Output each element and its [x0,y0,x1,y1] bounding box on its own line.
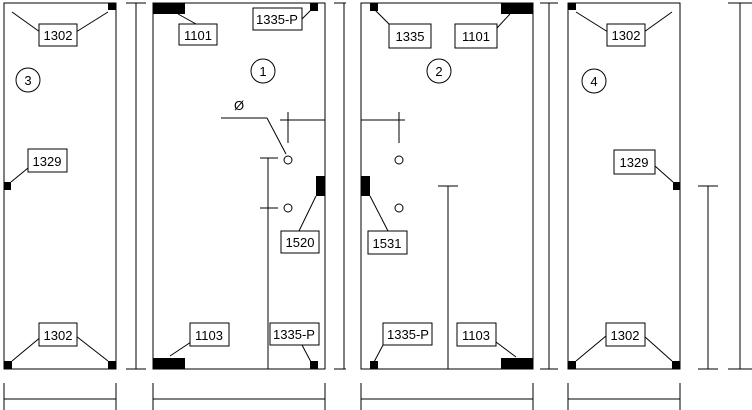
panel-4-mid-label: 1329 [620,155,649,170]
panel-1-dimension-lines [152,2,346,410]
panel-1-bottom-left-label: 1103 [195,328,223,343]
panel-1-mid-label: 1520 [286,235,315,250]
panel-1-label-box [269,322,320,346]
panel-1-label-box [189,322,230,347]
panel-2-leader [373,344,384,363]
panel-1-hole [283,203,293,213]
panel-3-number-circle [15,67,41,93]
panel-2-label-box [454,23,498,49]
panel-3-number: 3 [24,73,31,88]
panel-4-label-box [613,149,656,175]
panel-3-leader [75,11,109,33]
panel-3-top-label: 1302 [44,28,73,43]
panel-4-label-box [606,23,646,47]
panel-3-leader [11,11,41,33]
panel-4-bottom-right-corner-mark [672,361,680,369]
panel-4-label-box [605,322,646,347]
panel-1-outline [152,2,326,370]
panel-3-label-box [38,23,78,47]
panel-4-bottom-label: 1302 [611,328,640,343]
panel-1-label-box [252,7,303,31]
panel-3-leader [10,167,29,183]
panel-1-top-right-mark [310,3,318,11]
panel-4: 1302 4 1329 1302 [567,2,681,370]
panel-4-right-mid-mark [673,182,680,190]
panel-1-leader [301,9,312,20]
panel-3-bottom-left-corner-mark [4,361,12,369]
panel-3-bottom-label: 1302 [44,328,73,343]
panel-1-number-circle [250,58,276,84]
panel-3-left-mid-mark [4,182,11,190]
panel-3-leader [75,335,109,362]
panel-1-top-left-label: 1101 [184,28,212,43]
panel-2-bottom-right-hinge [501,358,533,369]
panel-1-bottom-right-mark [310,361,318,369]
panel-2-label-box [382,322,433,346]
panel-1-bottom-right-label: 1335-P [273,327,315,342]
panel-2-leader [495,341,517,358]
panel-4-leader [575,335,607,362]
panel-1-label-box [280,230,320,254]
panel-4-top-left-corner-mark [568,3,576,10]
panel-4-number: 4 [590,74,597,89]
panel-4-top-label: 1302 [612,28,641,43]
panel-3-outline [3,2,117,370]
panel-2-dimension-lines [360,2,558,410]
panel-1: 1101 1335-P 1 Ø 1520 1103 1335-P [152,2,326,370]
panel-1-bottom-left-hinge [153,358,185,369]
panel-1-leader [169,341,192,357]
panel-4-leader [575,11,609,33]
panel-3-label-box [27,148,68,173]
panel-2-hole [394,203,404,213]
panel-2-number: 2 [435,64,442,79]
panel-1-handle [316,176,325,196]
panel-4-number-circle [581,68,607,94]
panel-4-bottom-left-corner-mark [568,361,576,369]
panel-2-top-right-hinge [501,3,533,14]
panel-1-number: 1 [259,64,266,79]
panel-1-diameter-symbol: Ø [234,98,244,113]
panel-4-leader [643,335,673,362]
panel-4-leader [654,165,674,183]
panel-2-handle [361,176,370,196]
panel-2-mid-label: 1531 [373,236,402,251]
panel-2: 1335 1101 2 1531 1335-P 1103 [360,2,534,370]
panel-1-leader [301,344,312,363]
panel-2-label-box [388,23,432,49]
panel-4-outline [567,2,681,370]
panel-2-label-box [456,322,497,347]
panel-2-leader [374,9,392,27]
panel-2-hole [394,155,404,165]
panel-2-label-box [367,230,408,255]
panel-2-bottom-left-mark [370,361,378,369]
panel-1-label-box [178,23,218,46]
panel-2-leader [369,195,389,232]
panel-3-mid-label: 1329 [33,154,62,169]
panel-2-top-left-mark [370,3,378,11]
panel-3: 1302 3 1329 1302 [3,2,117,370]
panel-2-bottom-left-label: 1335-P [387,327,429,342]
panel-1-leader [177,13,197,25]
panel-1-top-right-label: 1335-P [256,12,298,27]
panel-2-bottom-right-label: 1103 [462,328,490,343]
panel-3-top-right-corner-mark [108,3,116,10]
panel-3-bottom-right-corner-mark [108,361,116,369]
panel-1-leader [298,195,317,232]
panel-4-dimension-lines [567,2,752,410]
panel-2-leader [496,13,511,29]
panel-3-leader [11,335,43,362]
panel-1-top-left-hinge [153,3,185,14]
panel-2-top-right-label: 1101 [462,29,490,44]
panel-1-hole-leader [266,117,287,155]
panel-3-dimension-lines [3,2,146,410]
panel-1-hole [283,155,293,165]
panel-2-number-circle [426,58,452,84]
panel-3-label-box [38,322,78,347]
panel-2-top-left-label: 1335 [396,29,425,44]
panel-4-leader [643,11,673,33]
